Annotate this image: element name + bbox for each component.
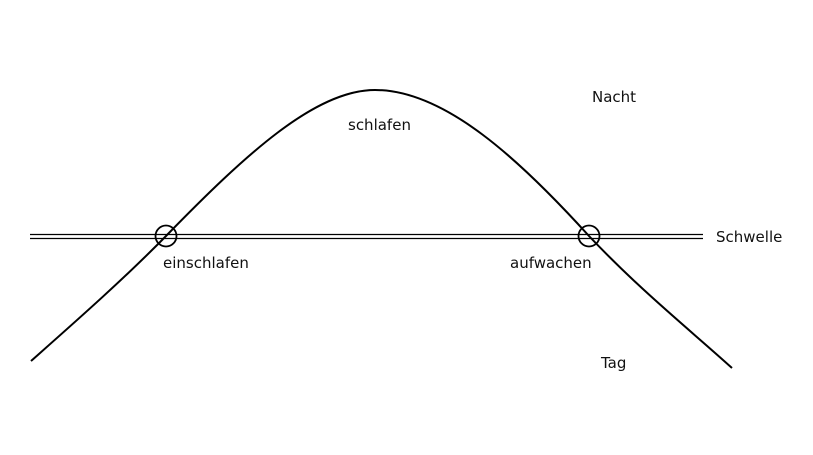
- label-nacht: Nacht: [592, 88, 636, 106]
- label-schwelle: Schwelle: [716, 228, 782, 246]
- label-einschlafen: einschlafen: [163, 254, 249, 272]
- label-tag: Tag: [600, 354, 626, 372]
- threshold-double-line: [30, 233, 703, 240]
- falling-asleep-marker: [154, 224, 178, 248]
- label-schlafen: schlafen: [348, 116, 411, 134]
- waking-up-marker: [577, 224, 601, 248]
- sleep-curve: [30, 88, 733, 369]
- label-aufwachen: aufwachen: [510, 254, 592, 272]
